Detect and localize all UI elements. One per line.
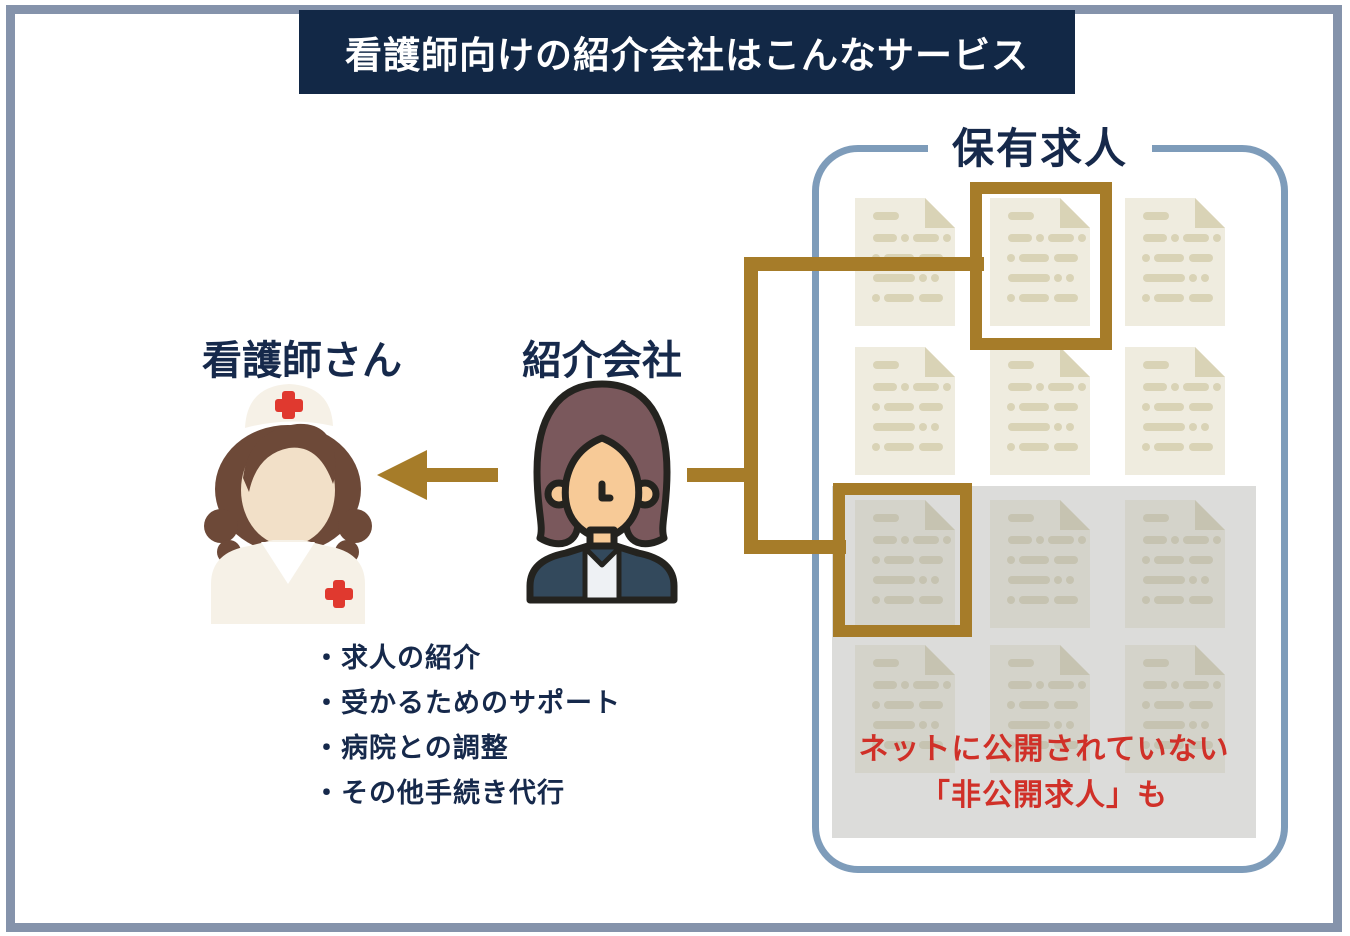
- arrow-left-icon: [377, 450, 427, 500]
- highlight-frame-public-job: [970, 182, 1112, 350]
- service-item: ・求人の紹介: [313, 643, 481, 673]
- connector-line-to-hidden-job: [744, 540, 846, 554]
- connector-line-vertical: [744, 257, 758, 554]
- held-jobs-title: 保有求人: [928, 116, 1152, 174]
- hidden-jobs-note-line2: 「非公開求人」も: [920, 779, 1168, 812]
- arrow-shaft: [424, 468, 498, 482]
- highlight-frame-hidden-job: [833, 483, 972, 637]
- title-banner: 看護師向けの紹介会社はこんなサービス: [299, 10, 1075, 94]
- hidden-jobs-note: ネットに公開されていない 「非公開求人」も: [832, 727, 1256, 819]
- page-border: [6, 5, 1342, 932]
- hidden-jobs-note-line1: ネットに公開されていない: [858, 733, 1230, 766]
- service-item: ・受かるためのサポート: [313, 688, 621, 718]
- connector-line-to-public-job: [744, 257, 984, 271]
- connector-line-from-agency: [687, 468, 757, 482]
- recruiter-illustration-icon: [526, 380, 678, 604]
- nurse-label: 看護師さん: [202, 339, 402, 383]
- nurse-illustration-icon: [204, 384, 372, 624]
- agency-label: 紹介会社: [522, 339, 682, 383]
- service-item: ・病院との調整: [313, 733, 509, 763]
- service-item: ・その他手続き代行: [313, 778, 565, 808]
- services-list: ・求人の紹介 ・受かるためのサポート ・病院との調整 ・その他手続き代行: [313, 636, 621, 816]
